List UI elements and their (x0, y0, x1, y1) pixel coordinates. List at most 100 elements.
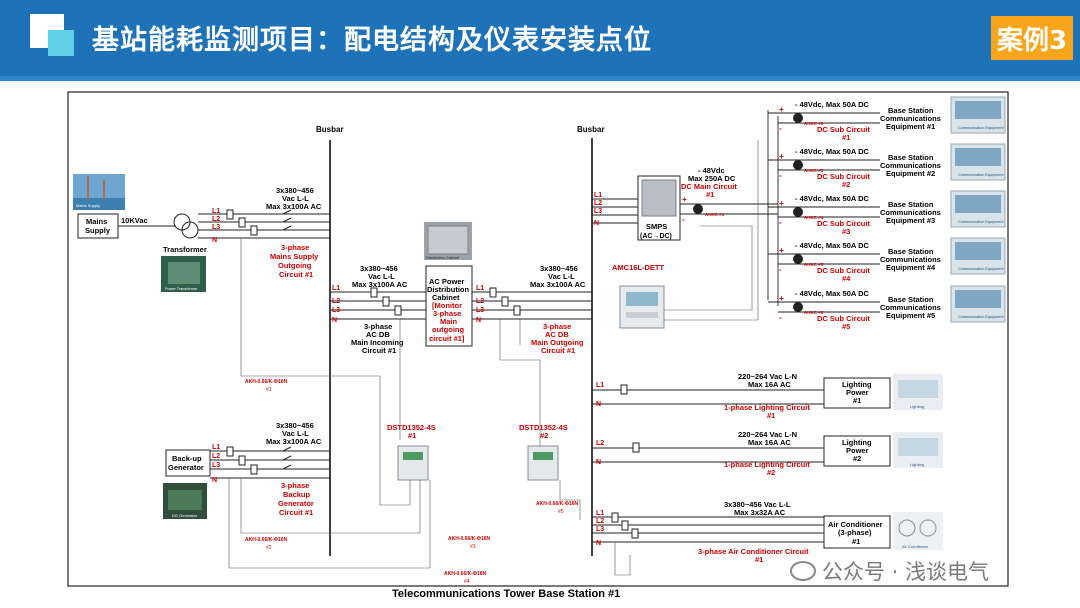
dc-sub-eq-2-1: Communications (880, 114, 941, 123)
dc-sub-photo-rack-1 (955, 101, 1001, 119)
dc-sub-num-5: #5 (842, 322, 850, 331)
page-title: 基站能耗监测项目：配电结构及仪表安装点位 (92, 25, 652, 56)
cabinet-label-8: circuit #1] (429, 334, 465, 343)
aircon-lines (592, 516, 824, 543)
outgoing1-label-4: Circuit #1 (279, 270, 313, 279)
header-bar (0, 0, 1080, 76)
lighting2-name-1: Lighting (842, 438, 872, 447)
lighting1-lines (592, 389, 824, 405)
cabinet-label-5: 3-phase (433, 309, 461, 318)
dc-sub-spec-4: - 48Vdc, Max 50A DC (795, 241, 869, 250)
lighting2-L2: L2 (596, 440, 604, 447)
dc-sub-ahkc-2: AHKC #3 (804, 168, 824, 173)
watermark: 公众号 · 浅谈电气 (790, 556, 989, 586)
gen-spec-2: Vac L-L (282, 429, 309, 438)
gen-L1: L1 (212, 444, 220, 451)
dc-sub-eq-2-4: Communications (880, 255, 941, 264)
aircon-ct-wiring (614, 542, 631, 576)
mains-spec-1: 3x380~456 (276, 186, 314, 195)
dc-sub-eq-2-2: Communications (880, 161, 941, 170)
lighting1-spec-2: Max 16A AC (748, 380, 791, 389)
acdb-out-spec-1: 3x380~456 (540, 264, 578, 273)
smps-label-1: SMPS (646, 222, 667, 231)
lighting1-photo: Lighting (893, 374, 943, 410)
mains-supply-label-2: Supply (85, 226, 111, 235)
cabinet-label-3: Cabinet (432, 293, 460, 302)
acdb-in-label-1: 3-phase (364, 322, 392, 331)
acdb-in-lines (330, 291, 426, 320)
dc-sub-name-3: DC Sub Circuit (817, 219, 870, 228)
gen-N: N (212, 477, 217, 484)
amc-meter (619, 285, 665, 329)
mains-spec-3: Max 3x100A AC (266, 202, 322, 211)
amc-wiring (664, 140, 759, 321)
dc-main-num: #1 (706, 190, 714, 199)
lighting1-L1: L1 (596, 382, 604, 389)
mains-out-breaker (282, 209, 292, 231)
mains-outgoing-lines (198, 213, 330, 239)
smps-label-2: (AC→DC) (640, 233, 672, 240)
acdb-out-label-4: Circuit #1 (541, 346, 575, 355)
acdb-in-label-2: AC DB (366, 330, 390, 339)
akh1-num: #1 (266, 387, 272, 393)
cabinet-photo: Distribution Cabinet (424, 222, 472, 260)
acdb-in-L3: L3 (332, 307, 340, 314)
mains-out-L1: L1 (212, 208, 220, 215)
dc-sub-ahkc-4: AHKC #5 (804, 262, 824, 267)
aircon-spec-2: Max 3x32A AC (734, 508, 786, 517)
acdb-out-L3: L3 (476, 307, 484, 314)
logo-square-cyan (48, 30, 74, 56)
dstd1-num: #1 (408, 431, 416, 440)
akh5-label: AKH-0.66/K-Φ16N (536, 501, 579, 507)
cabinet-label-6: Main (440, 317, 458, 326)
aircon-photo: Air Conditioner (893, 512, 943, 550)
dc-sub-ahkc-1: AHKC #2 (804, 121, 824, 126)
dc-sub-name-2: DC Sub Circuit (817, 172, 870, 181)
dc-sub-photo-label-2: Communication Equipment (958, 173, 1005, 177)
dc-sub-eq-1-5: Base Station (888, 295, 934, 304)
dc-sub-photo-rack-5 (955, 290, 1001, 308)
dc-sub-eq-1-3: Base Station (888, 200, 934, 209)
acdb-out-label-3: Main Outgoing (531, 338, 584, 347)
aircon-L1: L1 (596, 510, 604, 517)
lighting1-circuit-2: #1 (767, 411, 775, 420)
lighting1-name-2: Power (846, 388, 869, 397)
dc-sub-minus-5: - (779, 313, 782, 322)
dc-main-lines (680, 203, 778, 215)
gen-cts (226, 446, 258, 475)
aircon-circuit-2: #1 (755, 555, 763, 564)
cabinet-label-4: [Monitor (432, 301, 462, 310)
mains-photo: Mains Supply (73, 174, 125, 210)
dc-sub-plus-1: + (779, 105, 784, 114)
dc-sub-spec-3: - 48Vdc, Max 50A DC (795, 194, 869, 203)
dc-sub-eq-1-4: Base Station (888, 247, 934, 256)
akh2-label: AKH-0.66/K-Φ16N (245, 537, 288, 543)
dc-sub-eq-3-4: Equipment #4 (886, 263, 936, 272)
generator-lines (210, 450, 330, 479)
aircon-photo-label: Air Conditioner (902, 544, 929, 549)
dc-sub-photo-label-5: Communication Equipment (958, 315, 1005, 319)
smps-L3: L3 (594, 208, 602, 215)
case-badge: 案例3 (991, 16, 1073, 60)
acdb-in-label-4: Circuit #1 (362, 346, 396, 355)
akh5-num: #5 (558, 509, 564, 515)
dc-sub-name-1: DC Sub Circuit (817, 125, 870, 134)
dc-sub-minus-3: - (779, 218, 782, 227)
dc-sub-ahkc-ct-1 (793, 113, 803, 123)
dc-sub-plus-3: + (779, 199, 784, 208)
ahkc-main-label: AHKC #1 (705, 212, 725, 217)
dc-sub-eq-2-3: Communications (880, 208, 941, 217)
lighting1-box (823, 377, 891, 409)
akh2-num: #2 (266, 545, 272, 551)
dc-sub-photo-label-1: Communication Equipment (958, 126, 1005, 130)
acdb-out-spec-3: Max 3x100A AC (530, 280, 586, 289)
aircon-name-2: (3-phase) (838, 528, 872, 537)
dc-main-plus: + (682, 195, 687, 204)
generator-label-2: Generator (168, 463, 204, 472)
transformer-photo: Power Transformer (161, 256, 206, 292)
acdb-in-label-3: Main Incoming (351, 338, 404, 347)
mains-out-L3: L3 (212, 224, 220, 231)
lighting2-circuit-1: 1-phase Lighting Circuit (724, 460, 810, 469)
backup-label-3: Generator (278, 499, 314, 508)
